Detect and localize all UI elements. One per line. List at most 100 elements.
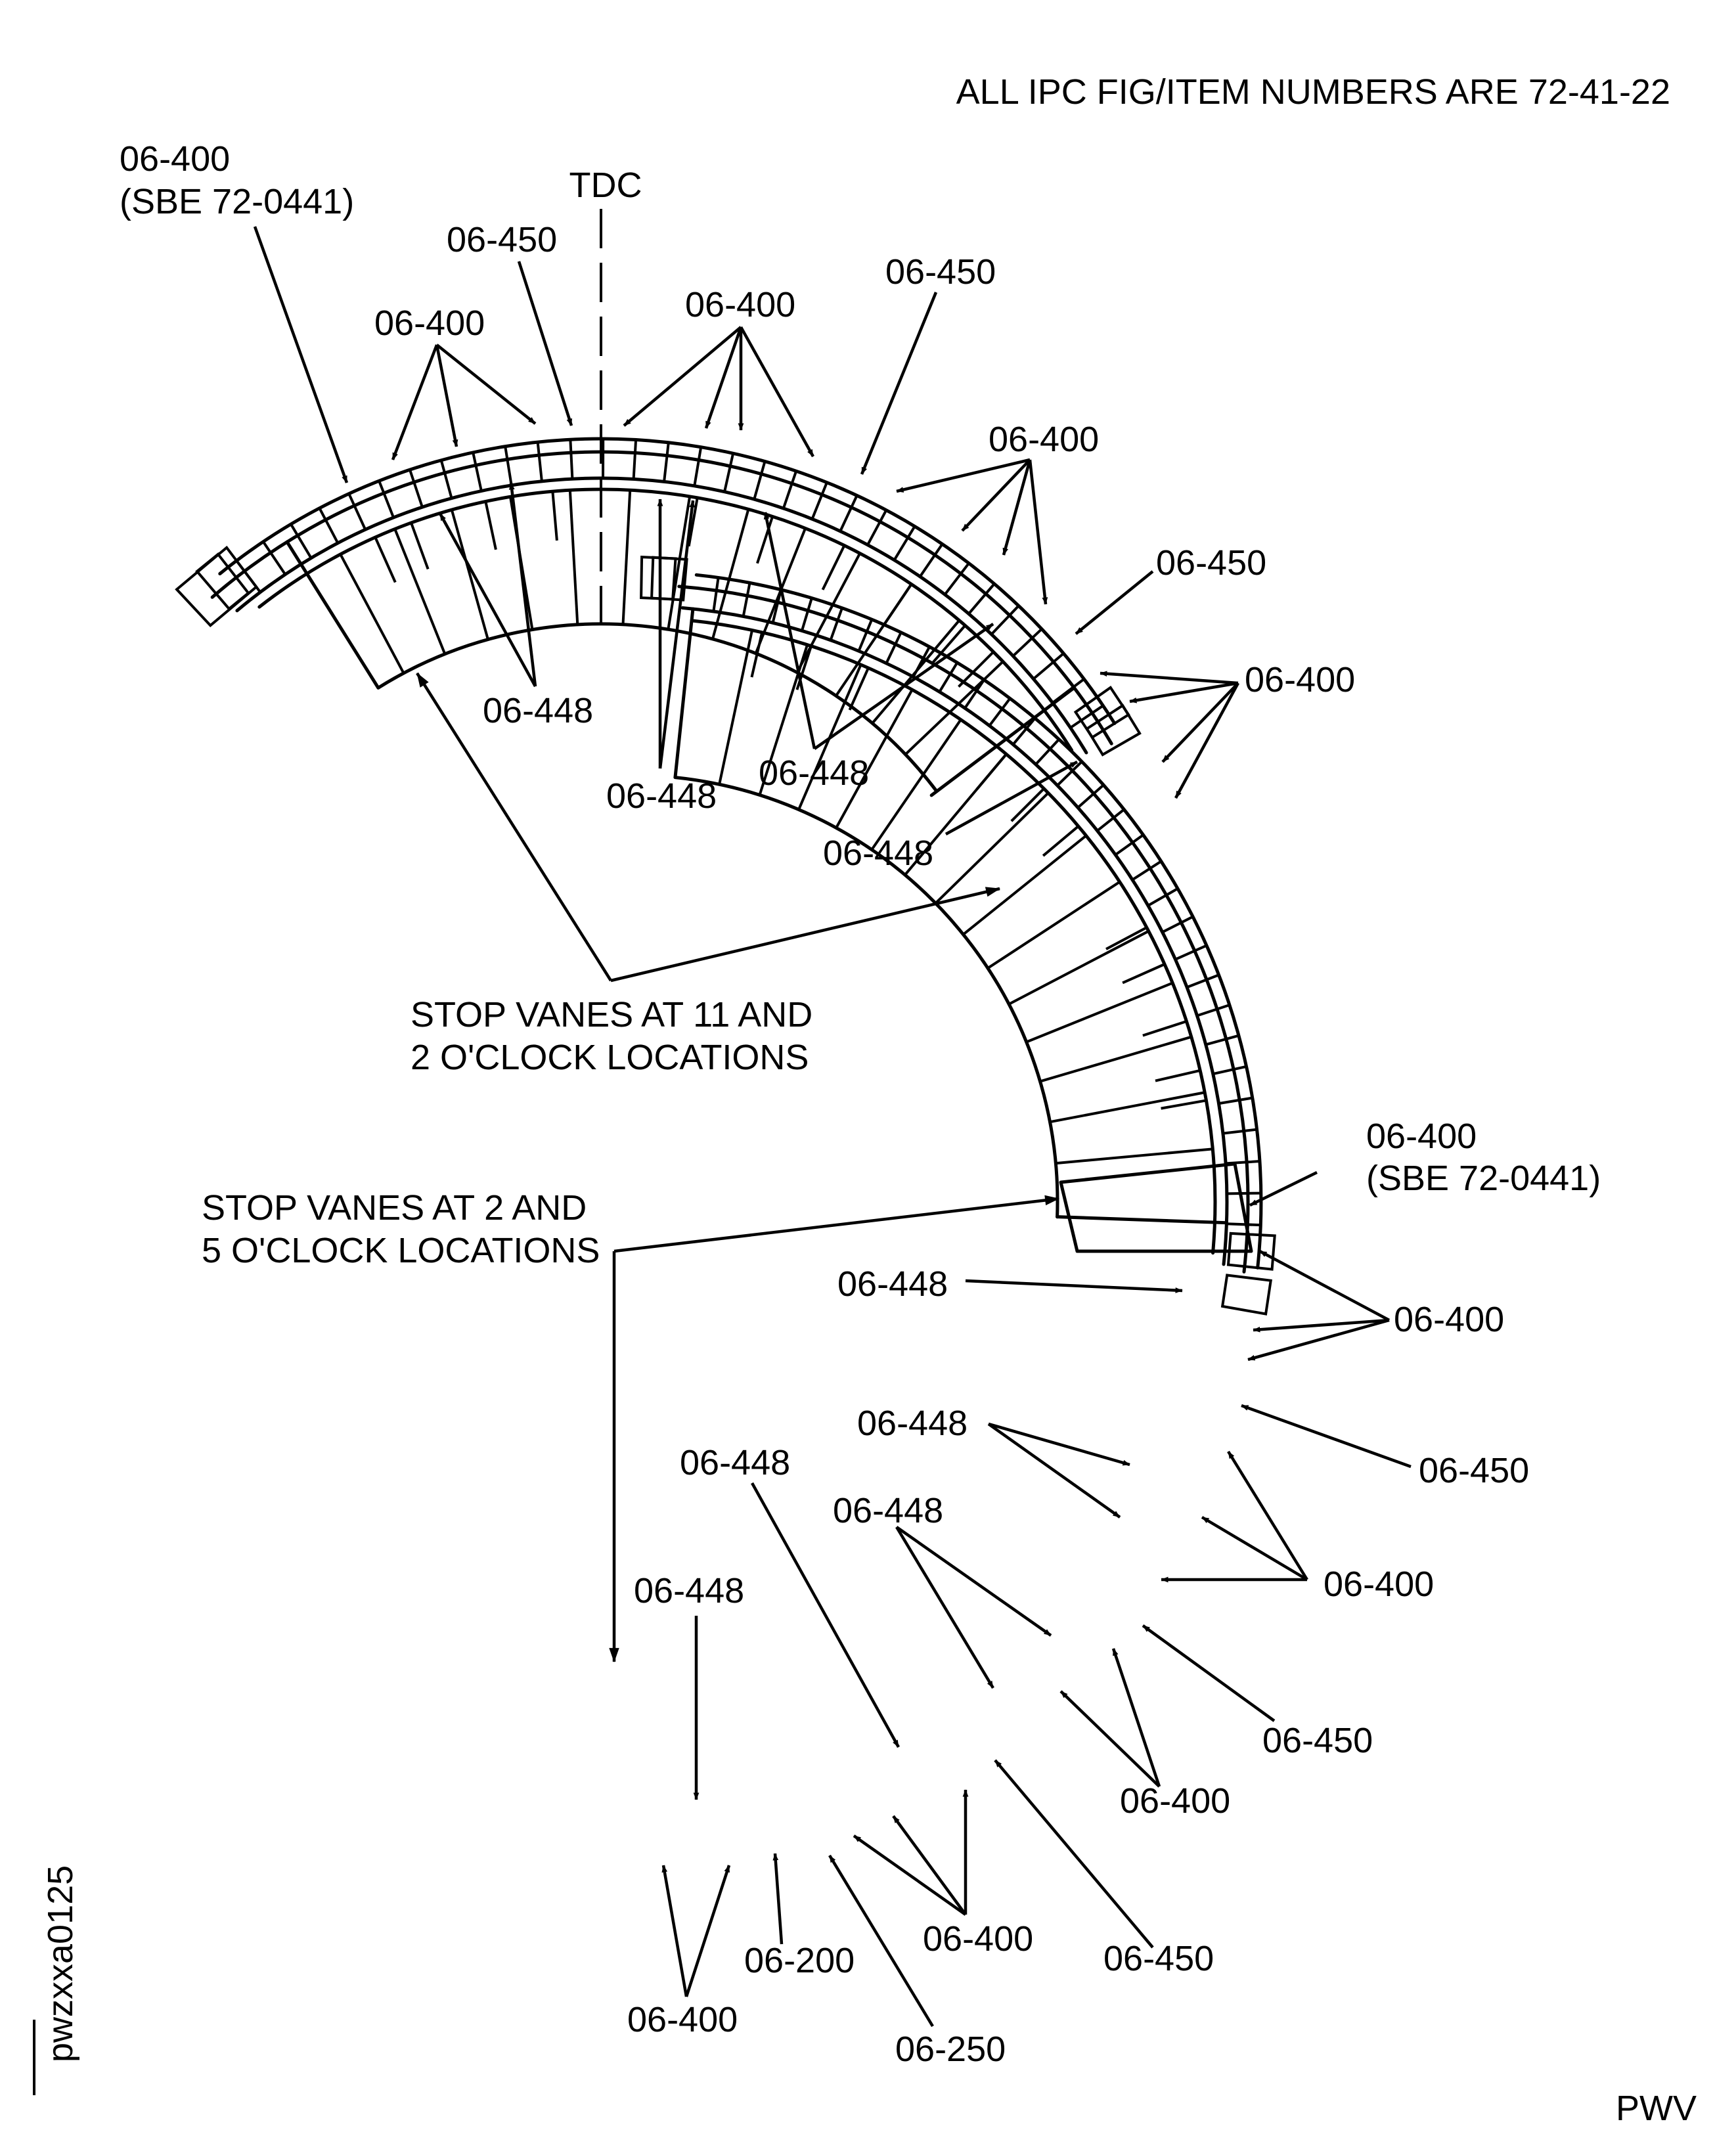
leader-arrow	[1100, 673, 1238, 683]
short-tick	[823, 546, 845, 590]
leader-arrow	[897, 460, 1030, 491]
label-06-448-bottom-e: 06-448	[634, 1571, 744, 1610]
bottom-vane-ring	[641, 557, 1275, 1314]
short-tick	[1043, 826, 1079, 856]
leader-stop-vane	[614, 1199, 1059, 1251]
bottom-sbe-part: 06-400	[1366, 1117, 1477, 1156]
band-tick	[744, 583, 750, 616]
band-tick	[886, 633, 901, 663]
band-tick	[1213, 1067, 1247, 1074]
bottom-stop-note-line1: STOP VANES AT 2 AND	[202, 1188, 587, 1228]
leader-arrow	[989, 1424, 1120, 1517]
end-tab	[1087, 705, 1140, 755]
band-tick	[784, 471, 796, 508]
top-sbe-part: 06-400	[120, 139, 230, 179]
band-tick	[713, 577, 718, 611]
band-tick	[831, 608, 842, 640]
leader-arrow	[1202, 1517, 1307, 1580]
label-06-450-bottom-b: 06-450	[1262, 1721, 1373, 1760]
leader-arrow	[897, 1527, 1051, 1635]
leader-arrow	[966, 1281, 1182, 1291]
leader-arrow	[519, 261, 571, 426]
figure-id: pwzxxa0125	[41, 1865, 80, 2062]
leader-arrow	[897, 1527, 993, 1688]
band-tick	[1223, 1130, 1257, 1134]
short-tick	[1106, 927, 1147, 949]
band-tick	[1219, 1098, 1253, 1104]
band-tick	[505, 447, 511, 485]
label-06-400-bottom-c: 06-400	[1120, 1781, 1230, 1821]
stop-vane-edge	[287, 542, 378, 688]
vane-line	[964, 835, 1086, 934]
short-tick	[552, 491, 557, 541]
band-tick	[1175, 946, 1207, 960]
label-06-400-bottom-d: 06-400	[923, 1919, 1033, 1959]
label-06-450-bottom-c: 06-450	[1103, 1939, 1214, 1978]
top-sbe-ref: (SBE 72-0441)	[120, 182, 354, 221]
leader-arrow	[511, 483, 535, 686]
leader-arrow	[862, 292, 936, 474]
leader-sbe	[255, 227, 347, 483]
leader-arrow	[1143, 1626, 1274, 1721]
leader-arrow	[440, 514, 535, 686]
band-tick	[694, 447, 701, 486]
band-tick	[1163, 917, 1193, 933]
leader-arrow	[1241, 1406, 1411, 1467]
band-tick	[441, 460, 452, 499]
leader-arrow	[686, 1865, 729, 1997]
label-06-450-top-c: 06-450	[1156, 543, 1266, 583]
band-tick	[1187, 975, 1219, 987]
band-tick	[473, 453, 481, 491]
leader-arrow	[854, 1836, 966, 1915]
short-tick	[850, 668, 868, 710]
leader-arrow	[1228, 1452, 1307, 1580]
band-tick	[634, 440, 636, 479]
short-tick	[1161, 1100, 1207, 1108]
bottom-sbe-ref: (SBE 72-0441)	[1366, 1159, 1601, 1198]
tdc-label: TDC	[569, 166, 642, 205]
top-stop-note-line2: 2 O'CLOCK LOCATIONS	[411, 1038, 809, 1077]
leader-arrow	[1076, 571, 1153, 634]
stop-vane-edge	[1057, 1217, 1227, 1223]
outer-band-inner-arc	[237, 478, 1086, 753]
end-tab	[641, 557, 675, 599]
vane-line	[1050, 1092, 1205, 1122]
band-tick	[664, 443, 669, 482]
vane-line	[452, 510, 488, 639]
top-vane-ring	[177, 439, 1140, 795]
label-06-450-bottom-a: 06-450	[1419, 1451, 1529, 1490]
short-tick	[485, 501, 496, 549]
label-06-450-top-b: 06-450	[885, 252, 996, 292]
short-tick	[1155, 1071, 1200, 1081]
short-tick	[1143, 1021, 1187, 1036]
band-tick	[1197, 1005, 1230, 1015]
bottom-stop-note-line2: 5 O'CLOCK LOCATIONS	[202, 1231, 600, 1270]
band-tick	[1206, 1036, 1239, 1045]
label-06-200: 06-200	[744, 1941, 855, 1980]
stop-vane-block	[1061, 1164, 1251, 1251]
label-06-448-top-a: 06-448	[483, 691, 593, 730]
header-note: ALL IPC FIG/ITEM NUMBERS ARE 72-41-22	[956, 72, 1670, 112]
vane-line	[719, 630, 752, 784]
leader-arrow	[989, 1424, 1130, 1465]
label-06-448-bottom-c: 06-448	[680, 1443, 790, 1482]
top-vane-assembly: TDC 06-400 (SBE 72-0441) 06-400 06-450 0…	[120, 139, 1355, 1077]
label-06-400-top-c: 06-400	[989, 420, 1099, 459]
short-tick	[1012, 789, 1044, 821]
leader-arrow	[663, 1865, 686, 1997]
band-tick	[724, 453, 733, 492]
vane-line	[340, 554, 403, 673]
short-tick	[884, 584, 912, 625]
vane-line	[1040, 1037, 1191, 1082]
leader-arrow	[1260, 1251, 1389, 1320]
band-tick	[349, 494, 365, 530]
leader-arrow	[775, 1853, 782, 1944]
band-tick	[812, 483, 827, 520]
label-06-400-bottom-e: 06-400	[627, 2000, 738, 2039]
leader-arrow	[437, 345, 535, 424]
short-tick	[411, 523, 428, 569]
vane-line	[713, 509, 748, 639]
leader-arrow	[393, 345, 437, 460]
